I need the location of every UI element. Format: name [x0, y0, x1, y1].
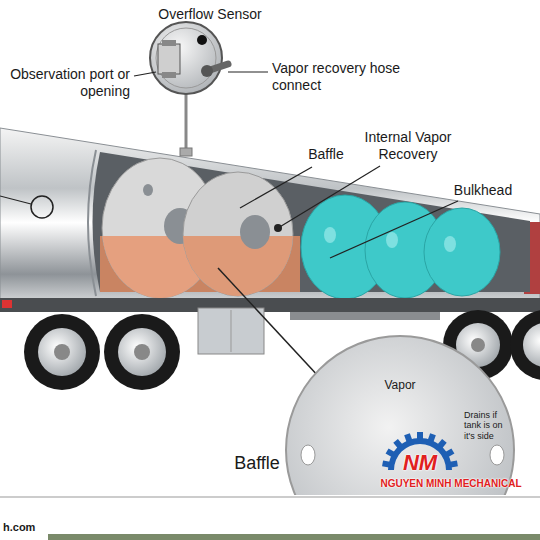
stem [185, 94, 188, 152]
watermark: NM [390, 450, 450, 476]
leader-line [218, 268, 320, 378]
baffle-disk [183, 172, 293, 296]
leader-line [278, 166, 380, 228]
part-label: Baffle [296, 146, 356, 163]
tank-shell [0, 128, 540, 300]
cabinet-seam [231, 310, 232, 352]
bulkhead-hole [444, 236, 456, 252]
leader-line [0, 196, 31, 204]
cabinet [198, 308, 264, 354]
baffle-hole [143, 184, 153, 196]
part-label: Bulkhead [448, 182, 518, 199]
baffle-hole [240, 215, 270, 249]
wheel [24, 314, 100, 390]
drain-hole [301, 445, 315, 465]
leader-dot [274, 224, 282, 232]
leader-line [228, 71, 268, 72]
leader-line [240, 167, 312, 208]
baffle-detail: VaporDrains if tank is on it's side [285, 335, 515, 495]
detail-note: Drains if tank is on it's side [464, 410, 510, 441]
cover-ring [156, 28, 216, 88]
part-label: Overflow Sensor [150, 6, 270, 23]
baffle-disk [286, 336, 514, 495]
bulkhead-hole [324, 227, 336, 243]
tail-light [2, 300, 12, 308]
fitting [180, 148, 192, 156]
rule [0, 497, 540, 498]
wheel [104, 314, 180, 390]
chassis [0, 298, 540, 312]
bulkhead-disk [424, 208, 500, 296]
part-label: Observation port or opening [8, 66, 130, 100]
detail-text: Vapor [285, 379, 515, 393]
leader-line [330, 201, 458, 258]
hatch-clamp [162, 40, 176, 46]
watermark: h.com [3, 521, 63, 534]
part-label: Baffle [222, 453, 292, 475]
baffle-liquid [183, 236, 293, 296]
pipe [290, 312, 440, 320]
leader-line [134, 72, 156, 76]
overflow-sensor [197, 35, 207, 45]
drain-hole [490, 445, 504, 465]
observation-hatch [158, 44, 180, 74]
part-label: Internal Vapor Recovery [356, 129, 460, 163]
part-label: Vapor recovery hose connect [272, 60, 402, 94]
photo-strip [48, 534, 540, 540]
manhole-cover [150, 22, 222, 94]
marker-circle [31, 196, 53, 218]
vapor-fitting [201, 65, 213, 77]
wheel [510, 310, 540, 380]
watermark: NGUYEN MINH MECHANICAL [368, 478, 534, 490]
tank-seam [88, 150, 96, 296]
bulkhead-hole [386, 232, 398, 248]
hatch-clamp [162, 72, 176, 78]
